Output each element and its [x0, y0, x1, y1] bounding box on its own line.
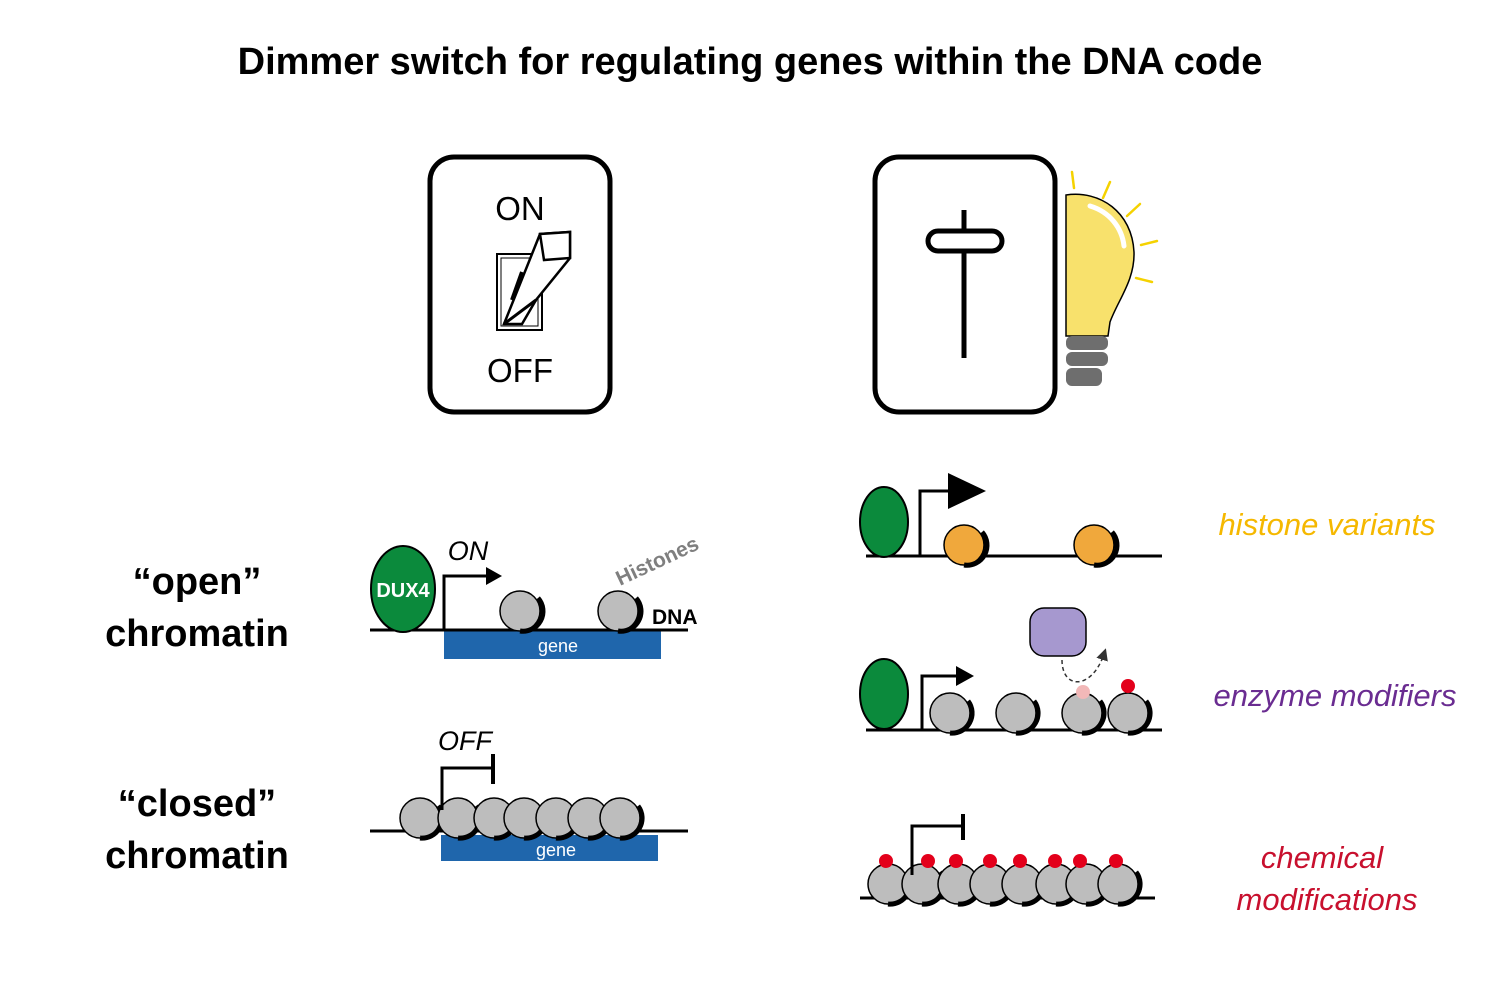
- light-bulb-icon: [1065, 170, 1159, 386]
- dux4-label: DUX4: [376, 580, 430, 602]
- dux4-factor: [370, 545, 436, 633]
- histone: [599, 797, 645, 841]
- toggle-lever-icon: [496, 230, 572, 331]
- methyl-mark: [949, 854, 963, 868]
- chemical-modifications-label: chemical: [1261, 840, 1384, 875]
- switch-off-label: OFF: [487, 352, 553, 389]
- methyl-mark: [921, 854, 935, 868]
- histone: [1061, 692, 1107, 736]
- blocked-promoter: [910, 824, 962, 875]
- on-state-label: ON: [448, 536, 489, 566]
- methyl-mark: [1013, 854, 1027, 868]
- histones-label: Histones: [612, 532, 702, 590]
- open-chromatin-diagram: gene DUX4 ON Histones DNA: [370, 532, 702, 659]
- promoter-arrow: [918, 489, 950, 556]
- on-off-switch: ON OFF: [427, 154, 613, 415]
- open-chromatin-label-line2: chromatin: [105, 613, 289, 655]
- methyl-mark: [1109, 854, 1123, 868]
- histone: [929, 692, 975, 736]
- closed-chromatin-label: “closed”: [118, 783, 276, 825]
- closed-chromatin-diagram: gene OFF: [370, 726, 688, 861]
- histone: [1107, 692, 1153, 736]
- transcription-factor: [859, 658, 909, 730]
- closed-chromatin-label-line2: chromatin: [105, 835, 289, 877]
- histone: [399, 797, 445, 841]
- blocked-promoter: [440, 766, 492, 810]
- enzyme-modifiers-diagram: [859, 607, 1162, 736]
- open-chromatin-label: “open”: [133, 561, 262, 603]
- dna-label: DNA: [652, 606, 698, 629]
- promoter-arrow: [442, 574, 488, 630]
- switch-on-label: ON: [495, 190, 545, 227]
- off-state-label: OFF: [438, 726, 493, 756]
- transcription-factor: [859, 486, 909, 558]
- dimmer-knob: [925, 228, 1005, 254]
- histone: [597, 590, 644, 634]
- histone: [1097, 863, 1143, 907]
- histone-variant: [1073, 524, 1120, 568]
- enzyme-modifier: [1029, 607, 1087, 657]
- gene-label: gene: [536, 840, 576, 860]
- page-title: Dimmer switch for regulating genes withi…: [238, 41, 1263, 83]
- red-mark: [1121, 679, 1135, 693]
- gene-bar: [444, 631, 661, 659]
- methyl-mark: [879, 854, 893, 868]
- methyl-mark: [983, 854, 997, 868]
- gene-label: gene: [538, 636, 578, 656]
- methyl-mark: [1048, 854, 1062, 868]
- histone-variants-diagram: [859, 473, 1162, 568]
- histone-variant: [943, 524, 990, 568]
- pink-mark: [1076, 685, 1090, 699]
- histone: [995, 692, 1041, 736]
- enzyme-modifiers-label: enzyme modifiers: [1214, 678, 1457, 713]
- chemical-modifications-label-line2: modifications: [1237, 882, 1418, 917]
- chemical-modifications-diagram: [860, 814, 1155, 907]
- histone: [499, 590, 546, 634]
- dimmer-switch: [872, 154, 1058, 415]
- methyl-mark: [1073, 854, 1087, 868]
- promoter-arrow: [920, 674, 958, 730]
- histone-variants-label: histone variants: [1218, 507, 1435, 542]
